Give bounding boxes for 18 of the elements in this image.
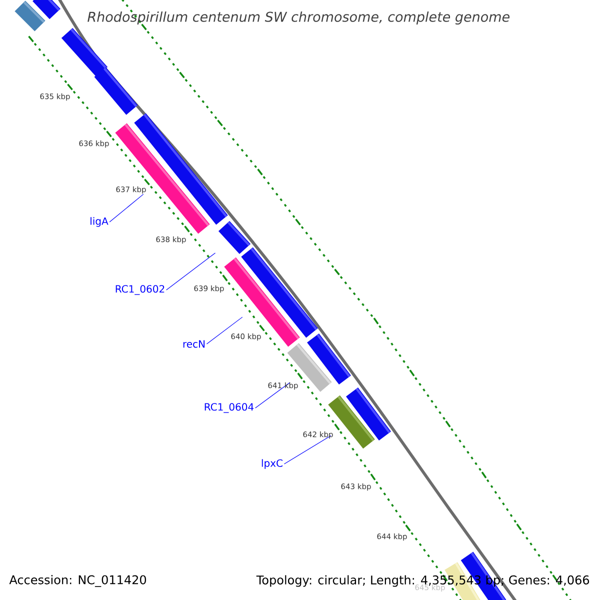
gene-bar bbox=[61, 28, 108, 77]
gene-bar bbox=[32, 0, 60, 20]
gene-bar bbox=[115, 123, 210, 234]
gene-label: lpxC bbox=[262, 459, 282, 469]
accession-text: Accession: NC_011420 bbox=[9, 575, 146, 587]
gene-label: RC1_0602 bbox=[116, 285, 164, 295]
gene-label: recN bbox=[183, 340, 205, 348]
leader-line bbox=[284, 435, 332, 464]
gene-bar bbox=[218, 220, 251, 254]
gene-label: RC1_0604 bbox=[204, 403, 254, 413]
title: Rhodospirillum centenum SW chromosome, complete genome bbox=[88, 11, 510, 25]
gene-bar bbox=[94, 67, 138, 115]
gene-bar bbox=[287, 343, 332, 392]
leader-line bbox=[166, 252, 216, 290]
leader-line bbox=[255, 382, 290, 408]
gene-label: ligA bbox=[90, 217, 108, 227]
leader-line bbox=[206, 316, 243, 344]
leader-line bbox=[109, 194, 144, 222]
